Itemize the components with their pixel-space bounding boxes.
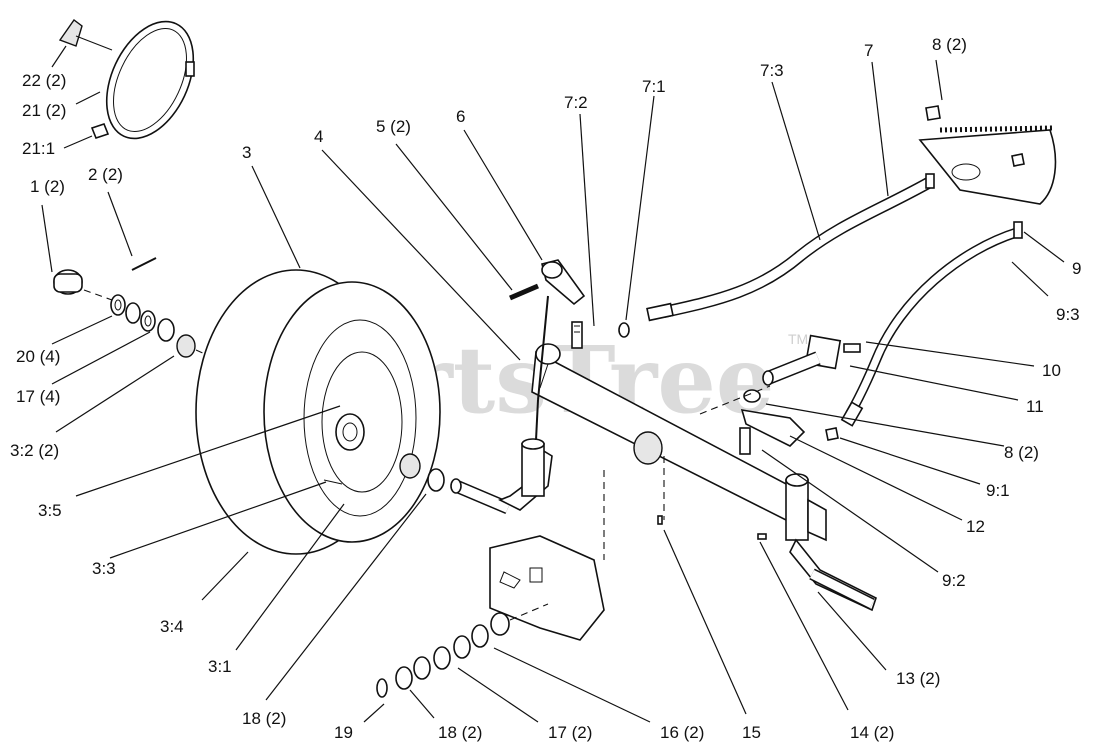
label-4: 4 xyxy=(314,127,323,146)
label-7-2: 7:2 xyxy=(564,93,588,112)
label-3-1: 3:1 xyxy=(208,657,232,676)
washer-stack-left xyxy=(83,289,196,358)
label-8-top: 8 (2) xyxy=(932,35,967,54)
label-3-2: 3:2 (2) xyxy=(10,441,59,460)
label-9-3: 9:3 xyxy=(1056,305,1080,324)
label-14: 14 (2) xyxy=(850,723,894,742)
sector-gear xyxy=(918,105,1057,205)
label-3-5: 3:5 xyxy=(38,501,62,520)
cap-part xyxy=(53,269,83,295)
steering-arm xyxy=(509,259,586,306)
label-1: 1 (2) xyxy=(30,177,65,196)
label-8-mid: 8 (2) xyxy=(1004,443,1039,462)
mounting-plate xyxy=(489,470,605,641)
leader-lines xyxy=(41,45,1065,723)
label-20: 20 (4) xyxy=(16,347,60,366)
label-17-left: 17 (4) xyxy=(16,387,60,406)
label-9-2: 9:2 xyxy=(942,571,966,590)
hub-cap-ring xyxy=(105,20,195,140)
label-15: 15 xyxy=(742,723,761,742)
label-3-4: 3:4 xyxy=(160,617,184,636)
label-6: 6 xyxy=(456,107,465,126)
label-11: 11 xyxy=(1026,397,1044,416)
label-18-bottom: 18 (2) xyxy=(438,723,482,742)
clip-part xyxy=(58,19,113,51)
label-19: 19 xyxy=(334,723,353,742)
label-16: 16 (2) xyxy=(660,723,704,742)
cotter-pin xyxy=(131,257,157,271)
label-9: 9 xyxy=(1072,259,1081,278)
washer-right xyxy=(427,468,445,492)
drag-link xyxy=(646,176,933,322)
bolt-and-nut xyxy=(571,321,630,349)
centerline-upper xyxy=(699,385,771,415)
watermark-tm: TM xyxy=(788,331,808,347)
label-12: 12 xyxy=(966,517,985,536)
steering-link xyxy=(537,295,549,401)
label-21-1: 21:1 xyxy=(22,139,55,158)
label-7: 7 xyxy=(864,41,873,60)
washer-stack-bottom xyxy=(376,603,549,698)
tie-rod xyxy=(825,221,1023,441)
label-3: 3 xyxy=(242,143,251,162)
steering-link-lower xyxy=(535,399,539,441)
label-10: 10 xyxy=(1042,361,1061,380)
spacer-right xyxy=(399,453,421,479)
label-3-3: 3:3 xyxy=(92,559,116,578)
label-7-1: 7:1 xyxy=(642,77,666,96)
label-22: 22 (2) xyxy=(22,71,66,90)
tab-part xyxy=(90,123,110,139)
wheel-tire xyxy=(195,269,441,555)
label-5: 5 (2) xyxy=(376,117,411,136)
label-13: 13 (2) xyxy=(896,669,940,688)
label-9-1: 9:1 xyxy=(986,481,1010,500)
right-spindle xyxy=(757,473,877,612)
label-2: 2 (2) xyxy=(88,165,123,184)
label-18-left: 18 (2) xyxy=(242,709,286,728)
label-21: 21 (2) xyxy=(22,101,66,120)
label-17-bottom: 17 (2) xyxy=(548,723,592,742)
pivot-bracket xyxy=(762,334,861,386)
label-7-3: 7:3 xyxy=(760,61,784,80)
spindle-knuckle xyxy=(450,438,553,514)
